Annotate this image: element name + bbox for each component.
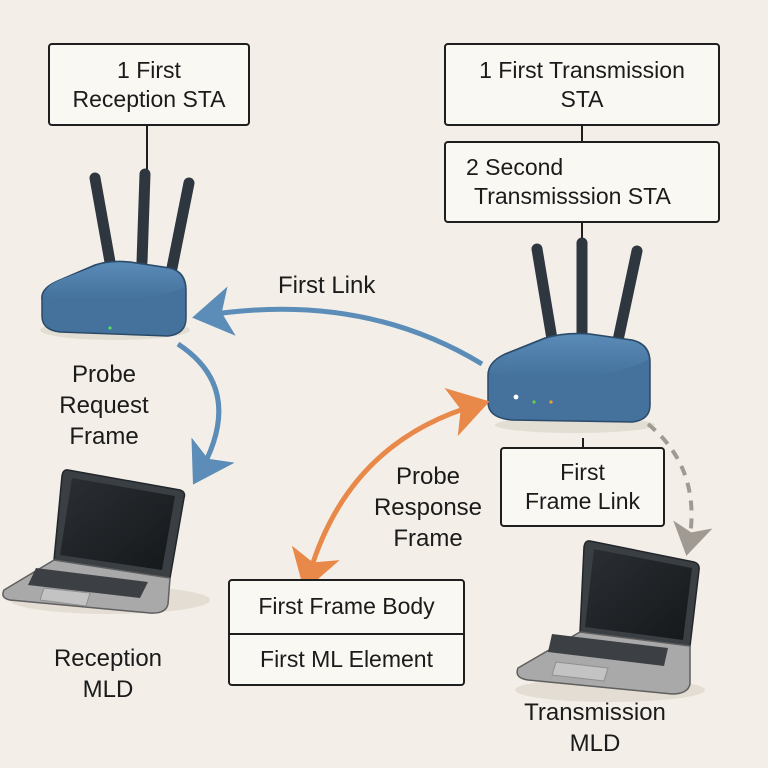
reception-sta-line-2: Reception STA	[72, 85, 226, 112]
first-transmission-sta-line-2: STA	[560, 85, 604, 112]
probe-request-line-1: Probe	[71, 361, 137, 388]
first-transmission-sta-box: 1 First Transmission STA	[444, 43, 720, 126]
frame-structure-box: First Frame Body First ML Element	[228, 579, 465, 686]
probe-request-line-3: Frame	[69, 423, 139, 450]
first-frame-link-box: First Frame Link	[500, 447, 665, 527]
probe-response-label: Probe Response Frame	[358, 461, 498, 554]
probe-response-line-1: Probe	[395, 463, 461, 490]
probe-request-arrow	[176, 341, 235, 485]
transmission-mld-line-1: Transmission	[524, 699, 666, 726]
transmission-mld-line-2: MLD	[569, 730, 621, 757]
right-router-icon	[487, 237, 655, 433]
reception-sta-line-1: 1 First	[117, 56, 181, 83]
probe-response-line-2: Response	[373, 494, 483, 521]
right-laptop-icon	[515, 540, 705, 702]
probe-request-label: Probe Request Frame	[44, 359, 164, 452]
first-transmission-sta-line-1: 1 First Transmission	[479, 56, 685, 83]
second-transmission-sta-box: 2 Second Transmisssion STA	[444, 141, 720, 223]
first-frame-link-line-2: Frame Link	[524, 488, 641, 514]
frame-body-row: First Frame Body	[258, 593, 435, 620]
second-transmission-sta-line-1: 2 Second	[466, 154, 564, 180]
reception-mld-line-2: MLD	[82, 676, 134, 703]
reception-sta-box: 1 First Reception STA	[48, 43, 250, 126]
ml-element-row: First ML Element	[230, 632, 463, 685]
reception-mld-label: Reception MLD	[38, 643, 178, 705]
probe-request-line-2: Request	[59, 392, 149, 419]
left-router-icon	[40, 168, 195, 340]
first-frame-link-line-1: First	[560, 459, 605, 485]
first-link-arrow	[192, 286, 484, 367]
probe-response-line-3: Frame	[393, 525, 463, 552]
reception-mld-line-1: Reception	[53, 645, 163, 672]
left-laptop-icon	[2, 469, 210, 614]
second-transmission-sta-line-2: Transmisssion STA	[474, 183, 671, 209]
transmission-mld-label: Transmission MLD	[510, 697, 680, 759]
probe-response-arrow	[291, 387, 490, 592]
first-link-label: First Link	[278, 272, 376, 299]
